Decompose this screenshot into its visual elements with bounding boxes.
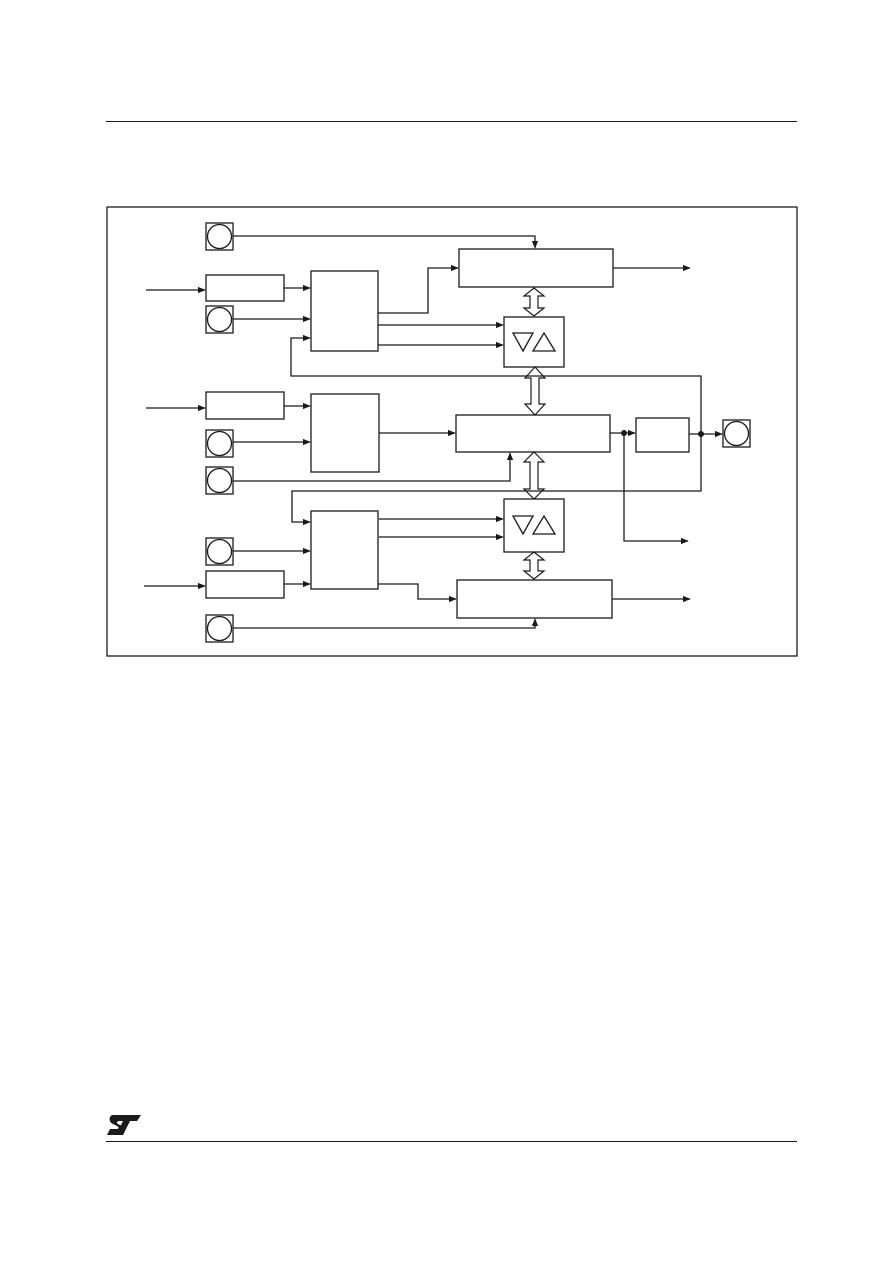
bus-arrow: [523, 366, 547, 416]
bus-arrow: [522, 451, 546, 500]
pin-6: [205, 614, 234, 643]
signal-line: [378, 264, 459, 314]
signal-line: [623, 433, 689, 545]
updown-comparator-2: [503, 498, 565, 553]
junction-dot: [621, 430, 627, 436]
signal-line: [233, 618, 539, 629]
updown-comparator-1: [503, 316, 565, 368]
pin-output: [722, 419, 751, 448]
diagram-frame: [106, 206, 798, 657]
top-mux: [310, 270, 379, 352]
bus-arrow: [522, 551, 546, 580]
header-rule: [106, 121, 797, 122]
right-small-block: [635, 417, 690, 453]
bottom-mux: [310, 510, 379, 590]
pin-1: [205, 222, 234, 251]
feedback-line: [291, 434, 702, 526]
signal-line: [233, 452, 514, 482]
middle-block: [455, 414, 611, 453]
top-output-block: [458, 248, 614, 288]
down-triangle-icon: [511, 515, 535, 536]
bus-arrow: [522, 287, 546, 317]
input-block-1: [205, 274, 285, 302]
up-triangle-icon: [531, 514, 557, 535]
pin-5: [205, 537, 234, 566]
pin-2: [205, 305, 234, 334]
junction-dot: [698, 431, 704, 437]
footer-rule: [106, 1141, 797, 1142]
middle-mux: [310, 393, 380, 473]
input-block-3: [205, 570, 285, 599]
signal-line: [233, 235, 539, 249]
down-triangle-icon: [511, 332, 535, 353]
bottom-output-block: [456, 579, 613, 619]
input-block-2: [205, 391, 285, 420]
pin-4: [205, 466, 234, 495]
up-triangle-icon: [531, 331, 557, 352]
pin-3: [205, 429, 234, 458]
st-logo-icon: [107, 1115, 141, 1135]
signal-line: [378, 583, 457, 603]
feedback-line: [290, 334, 702, 434]
